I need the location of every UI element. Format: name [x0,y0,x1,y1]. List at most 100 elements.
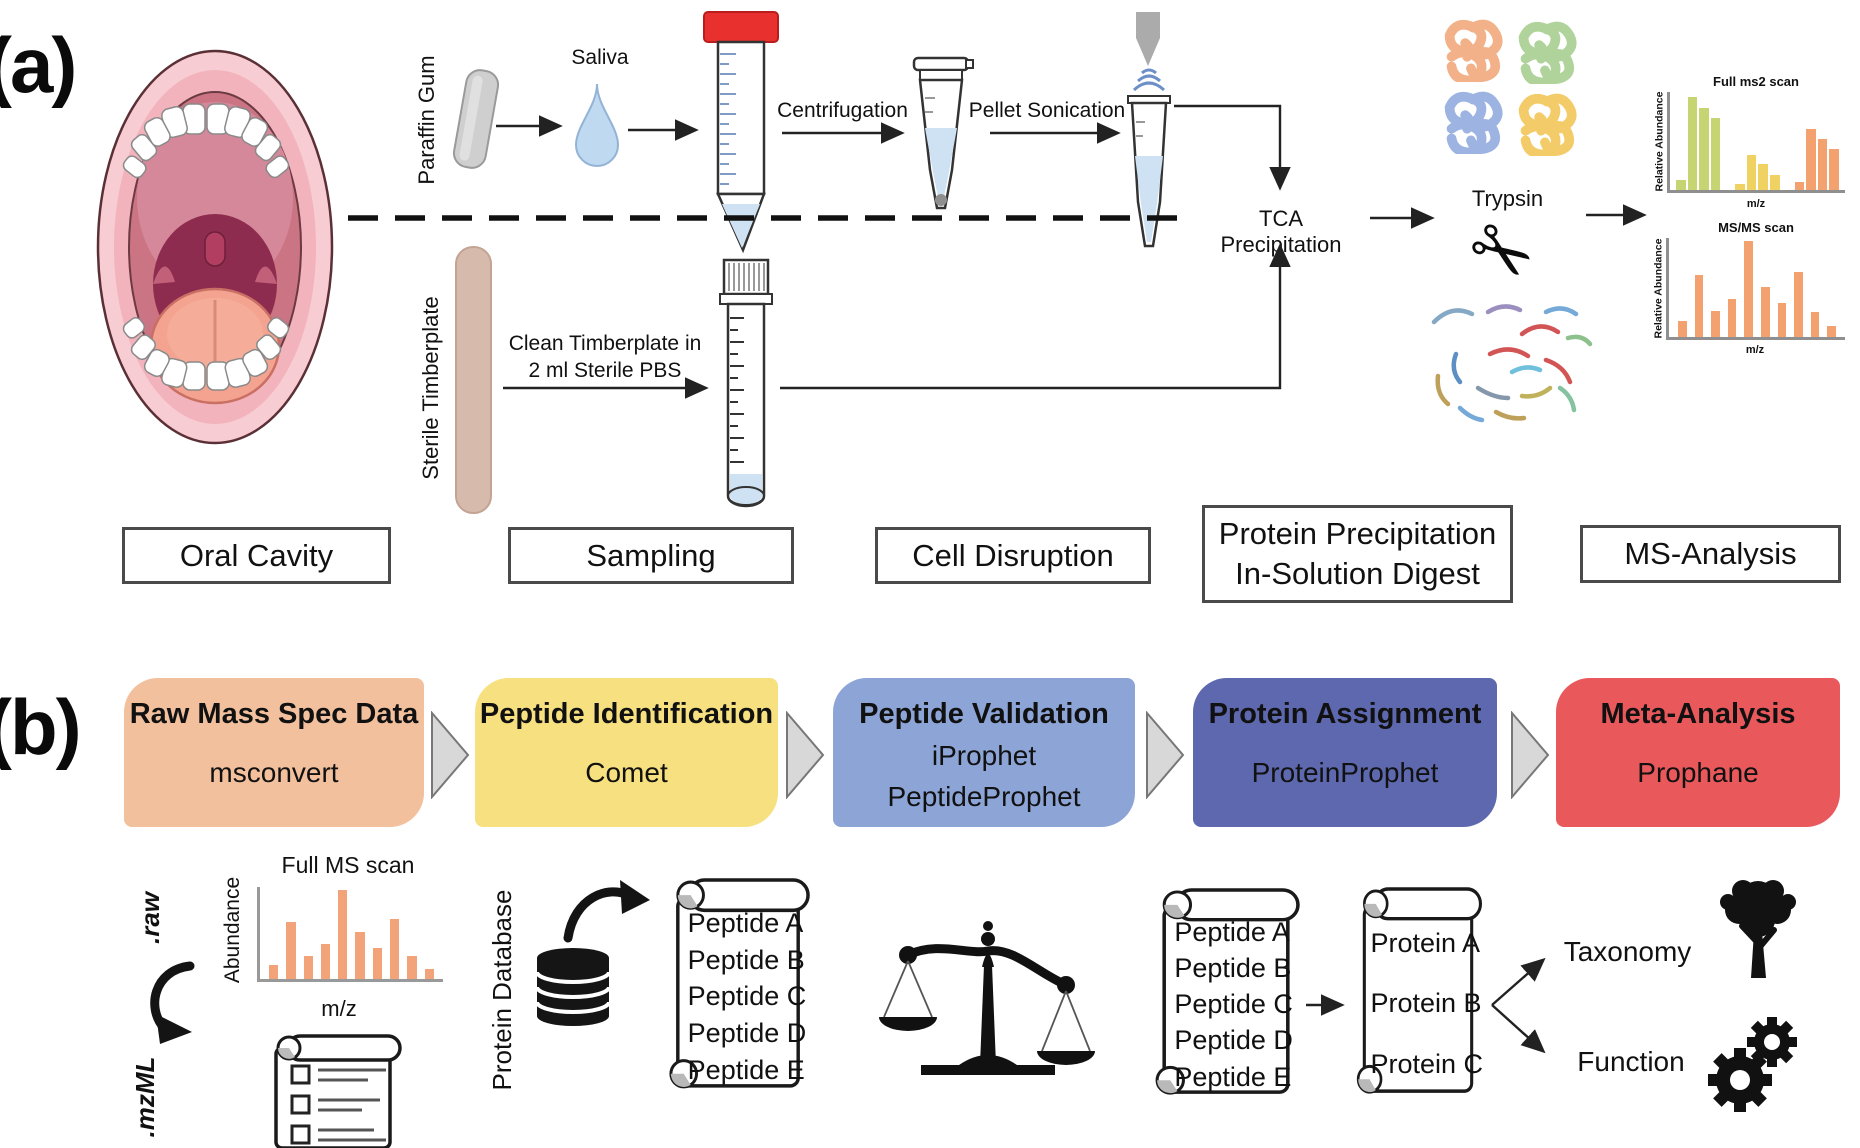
chart-bar [1760,286,1770,337]
list-item: Peptide D [1174,1025,1293,1056]
clean-timberplate-line2: 2 ml Sterile PBS [528,359,682,382]
trypsin-label: Trypsin [1471,186,1544,211]
full-ms-ylabel: Abundance [221,876,244,984]
upper-teeth [122,103,290,179]
chart-bar [1810,312,1820,337]
list-item: Peptide A [1174,916,1290,947]
database-icon [535,948,611,1026]
centrifuged-tube-icon [912,56,974,210]
peaklist-checklist-icon [274,1034,402,1148]
chart-bar [269,965,279,979]
sonicated-tube-icon [1127,95,1171,248]
chart-bar [355,932,365,979]
protein-blob-yellow-icon [1510,88,1578,156]
chart-bar [1770,175,1780,190]
sonicator-probe-icon [1136,12,1160,66]
chart-bar [338,889,348,979]
pipeline-box-protein-assignment: Protein Assignment ProteinProphet [1193,678,1497,827]
chart-bar [1829,148,1839,190]
sonication-waves-icon [1132,68,1166,92]
balance-scale-icon [879,921,1095,1075]
list-item: Peptide B [687,944,805,975]
falcon-tube-icon [703,11,779,254]
list-item: Peptide B [1174,953,1292,984]
protein-blob-orange-icon [1436,14,1504,82]
timberplate-stick-icon [455,246,492,514]
pipeline-arrow-1-icon [431,711,470,799]
stage-box-sampling: Sampling [508,527,794,584]
taxonomy-tree-icon [1720,880,1796,978]
list-item: Protein B [1370,988,1482,1019]
chart-bar [1806,129,1816,190]
full-ms2-scan-chart [1667,92,1845,193]
protein-blob-blue-icon [1436,86,1504,154]
pipeline-arrow-2-icon [786,711,825,799]
database-to-scroll-arrow-icon [563,880,650,943]
msms-xlabel: m/z [1745,344,1765,356]
chart-bar [1694,274,1704,337]
saliva-label: Saliva [571,46,629,69]
list-item: Protein A [1370,927,1481,958]
full-ms-xlabel: m/z [321,996,357,1021]
pipeline-arrow-4-icon [1511,711,1550,799]
paraffin-gum-label: Paraffin Gum [414,55,439,185]
pellet-sonication-label: Pellet Sonication [968,99,1126,122]
peptide-scroll-1: Peptide A Peptide B Peptide C Peptide D … [664,876,812,1098]
chart-bar [1710,118,1721,190]
msms-scan-title: MS/MS scan [1718,220,1794,235]
chart-bar [1727,299,1737,337]
panel-a-label: (a) [0,21,77,109]
chart-bar [1687,96,1698,190]
list-item: Peptide E [687,1055,805,1086]
chart-bar [1699,107,1709,190]
chart-bar [1794,271,1803,337]
chart-bar [1777,303,1787,337]
chart-bar [1794,182,1805,190]
full-ms-scan-chart [257,887,443,982]
paraffin-gum-stick-icon [452,69,500,169]
tca-precipitation-label: TCA Precipitation [1220,206,1342,257]
pipeline-box-peptide-validation: Peptide Validation iProphet PeptideProph… [833,678,1135,827]
protein-blob-green-icon [1510,16,1578,84]
chart-bar [286,921,296,979]
list-item: Peptide D [687,1018,807,1049]
function-gears-icon [1708,1017,1797,1112]
graduated-tube-icon [719,258,773,508]
panel-b-label: (b) [0,683,82,771]
taxonomy-label: Taxonomy [1563,936,1692,967]
msms-ylabel: Relative Abundance [1652,238,1664,339]
chart-bar [1744,240,1753,337]
full-ms2-ylabel: Relative Abundance [1653,91,1665,192]
protein-database-label: Protein Database [486,889,517,1091]
full-ms2-xlabel: m/z [1746,198,1766,210]
chart-bar [1678,321,1687,337]
scissors-icon: ✂ [1452,200,1551,305]
chart-bar [424,968,434,979]
pipeline-box-meta-analysis: Meta-Analysis Prophane [1556,678,1840,827]
full-ms2-scan-title: Full ms2 scan [1713,74,1799,89]
chart-bar [1758,163,1769,190]
chart-bar [407,956,417,979]
pipeline-box-peptide-identification: Peptide Identification Comet [475,678,778,827]
peptide-fragments-icon [1431,304,1593,423]
protein-scroll: Protein A Protein B Protein C [1352,885,1484,1103]
list-item: Peptide C [687,981,807,1012]
centrifugation-label: Centrifugation [777,99,908,122]
stage-box-cell-disruption: Cell Disruption [875,527,1151,584]
full-ms-scan-title: Full MS scan [281,852,415,878]
chart-bar [1827,326,1836,337]
list-item: Peptide A [687,907,804,938]
raw-to-mzml-arrow-icon [150,961,195,1044]
stage-box-ms-analysis: MS-Analysis [1580,525,1841,583]
pipeline-box-raw-mass-spec-data: Raw Mass Spec Data msconvert [124,678,424,827]
peptide-scroll-2: Peptide A Peptide B Peptide C Peptide D … [1150,886,1302,1104]
chart-bar [1817,139,1828,190]
stage-box-oral-cavity: Oral Cavity [122,527,391,584]
pipeline-arrow-3-icon [1146,711,1185,799]
chart-bar [1735,184,1745,190]
chart-bar [1746,154,1757,190]
clean-timberplate-line1: Clean Timberplate in [508,332,702,355]
open-mouth-illustration [96,49,334,445]
function-label: Function [1577,1046,1685,1077]
